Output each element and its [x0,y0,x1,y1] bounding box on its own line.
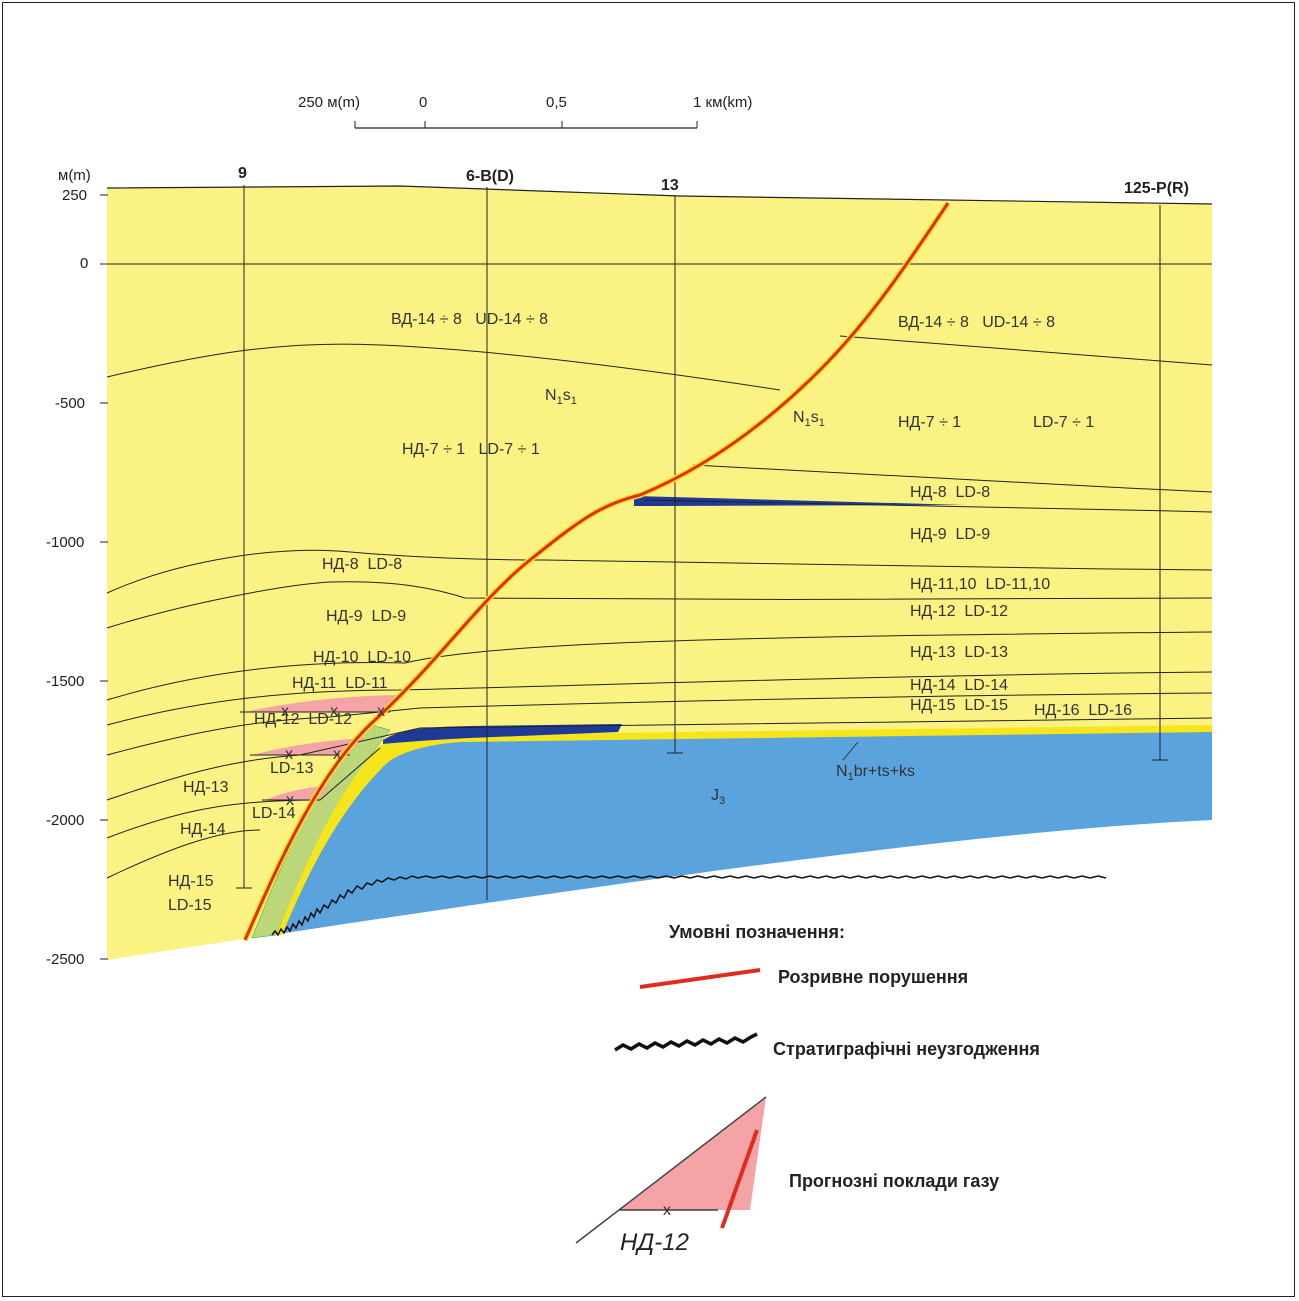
label-j3: J3 [711,787,725,807]
svg-text:x: x [663,1202,671,1219]
label-n1s1-left: N1s1 [545,387,577,407]
scale-label-250: 250 м(m) [298,94,360,111]
gas-pool-nd13 [252,738,365,755]
label-ld14-left: LD-14 [252,805,296,822]
legend-example-label: НД-12 [620,1229,689,1256]
label-ld13-left: LD-13 [270,760,314,777]
unconformity-line [271,875,1107,937]
scale-label-1km: 1 км(km) [693,94,752,111]
label-n1s1-right: N1s1 [793,409,825,429]
well-9-label: 9 [238,165,247,182]
label-nd7-right-a: НД-7 ÷ 1 [898,414,961,431]
label-nd7-left: НД-7 ÷ 1 LD-7 ÷ 1 [402,441,540,458]
depth-tick-2500: -2500 [46,951,84,968]
legend-gas-fault [720,1129,759,1229]
label-nd11-left: НД-11 LD-11 [292,675,388,692]
label-nd8-right: НД-8 LD-8 [910,484,990,501]
depth-tick-0: 0 [80,255,88,272]
label-nd13-right: НД-13 LD-13 [910,644,1008,661]
label-nd13-left: НД-13 [183,779,229,796]
label-nd10-left: НД-10 LD-10 [313,649,411,666]
fault-line-red [243,202,950,941]
well-13-label: 13 [661,177,679,194]
legend: Умовні позначення: Розривне порушення Ст… [575,922,1040,1256]
label-nd7-right-b: LD-7 ÷ 1 [1033,414,1094,431]
dark-lens-lower [383,724,622,744]
depth-unit: м(m) [58,167,91,184]
top-surface [106,185,1213,205]
well-lines [236,185,1168,900]
legend-gas-label: Прогнозні поклади газу [789,1171,999,1191]
label-nd14-right: НД-14 LD-14 [910,677,1008,694]
svg-text:x: x [333,746,341,763]
label-nd16-right: НД-16 LD-16 [1034,702,1132,719]
svg-text:x: x [377,703,385,720]
legend-unconformity-label: Стратиграфічні неузгодження [773,1039,1040,1059]
svg-text:x: x [286,792,294,809]
gas-pool-nd12 [245,695,405,712]
label-nd1110-right: НД-11,10 LD-11,10 [910,576,1050,593]
label-vd-right: ВД-14 ÷ 8 UD-14 ÷ 8 [898,314,1055,331]
depth-tick-500: -500 [55,395,85,412]
svg-text:x: x [281,703,289,720]
depth-tick-1500: -1500 [46,673,84,690]
depth-tick-250: 250 [62,187,87,204]
dark-lens-upper [634,496,965,506]
scale-label-05: 0,5 [546,94,567,111]
legend-fault-symbol [639,968,761,989]
label-nd14-left: НД-14 [180,821,226,838]
legend-fault-label: Розривне порушення [778,967,968,987]
well-6-label: 6-В(D) [466,168,514,185]
label-nd9-right: НД-9 LD-9 [910,526,990,543]
depth-axis: м(m) 250 0 -500 -1000 -1500 -2000 -2500 [46,167,108,968]
legend-unconformity-symbol [614,1032,758,1052]
legend-title: Умовні позначення: [669,922,845,942]
scale-label-0: 0 [419,94,427,111]
label-nd12-right: НД-12 LD-12 [910,603,1008,620]
depth-tick-2000: -2000 [46,812,84,829]
label-nd8-left: НД-8 LD-8 [322,556,402,573]
label-ld15-left: LD-15 [168,897,212,914]
gas-markers: x x x x x x [281,703,385,809]
depth-tick-1000: -1000 [46,534,84,551]
label-nd12-left: НД-12 LD-12 [254,711,352,728]
svg-text:x: x [330,703,338,720]
well-125-label: 125-Р(R) [1124,180,1189,197]
label-vd-left: ВД-14 ÷ 8 UD-14 ÷ 8 [391,311,548,328]
label-nd9-left: НД-9 LD-9 [326,608,406,625]
scale-bar: 250 м(m) 0 0,5 1 км(km) [298,94,752,129]
jurassic-body [272,730,1212,935]
label-nd15-left: НД-15 [168,873,214,890]
svg-text:x: x [285,746,293,763]
label-nd15-right: НД-15 LD-15 [910,697,1008,714]
label-n1br: N1br+ts+ks [836,763,915,783]
